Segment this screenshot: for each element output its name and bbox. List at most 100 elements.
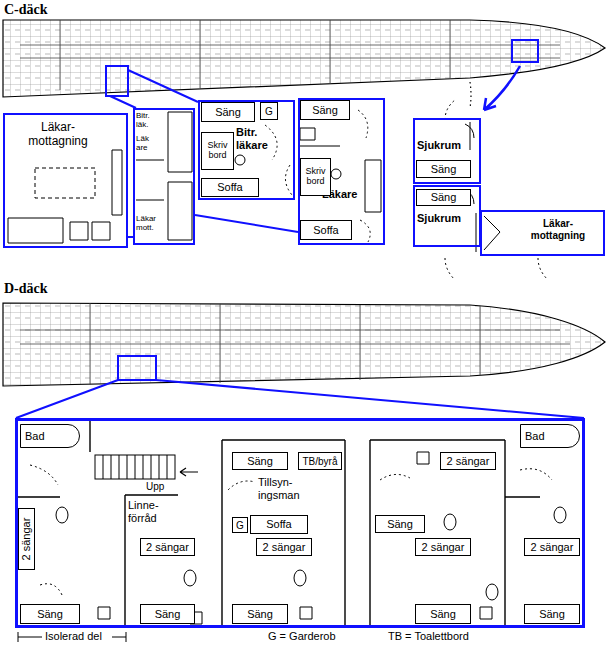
furniture-box: Skriv bord bbox=[300, 158, 331, 196]
stair-steps bbox=[103, 455, 167, 479]
door-arc-c bbox=[265, 125, 292, 195]
furniture-box: G bbox=[232, 517, 248, 533]
stairs bbox=[95, 455, 175, 479]
room-panel: LäkareSängSkriv bordSoffa bbox=[298, 98, 385, 245]
door-symbols bbox=[465, 124, 500, 250]
furniture-label: Säng bbox=[431, 163, 457, 175]
cabin-walls-d bbox=[298, 128, 381, 212]
bow-highlight bbox=[512, 40, 538, 62]
furniture-label: Skriv bord bbox=[204, 141, 231, 161]
bathtub: Bad bbox=[20, 424, 80, 448]
room-panel: Läkar- mottagning bbox=[480, 210, 605, 256]
room-label: Upp bbox=[146, 481, 174, 493]
room-label: Läkar- mottagning bbox=[518, 218, 598, 241]
furniture-box: Säng bbox=[415, 604, 471, 624]
c-deck-corridors bbox=[20, 20, 560, 90]
furniture-label: 2 sängar bbox=[531, 541, 574, 553]
legend-note: TB = Toalettbord bbox=[388, 630, 469, 642]
furniture-label: Säng bbox=[247, 455, 273, 467]
room-panel: SjukrumSäng bbox=[413, 118, 481, 184]
furniture-label: Soffa bbox=[217, 181, 243, 193]
legend-note: Isolerad del bbox=[45, 630, 102, 642]
furniture-label: Skriv bord bbox=[303, 167, 328, 187]
furniture-box: Säng bbox=[140, 604, 195, 624]
sick-bay-walls bbox=[470, 122, 476, 252]
deck-heading: D-däck bbox=[4, 281, 48, 297]
room-panel: Bitr. läkare Säng G Skriv bordSoffa bbox=[198, 100, 295, 200]
toilet bbox=[184, 570, 196, 586]
d-deck-hull bbox=[3, 303, 605, 386]
up-arrow bbox=[180, 468, 198, 476]
furniture-label: 2 sängar bbox=[20, 518, 32, 561]
furniture-box: G bbox=[260, 102, 278, 120]
furniture-label: 2 sängar bbox=[447, 455, 490, 467]
furniture-box: Säng bbox=[524, 604, 580, 624]
furniture-box: 2 sängar bbox=[440, 452, 496, 470]
furniture-box: Säng bbox=[416, 189, 471, 206]
furniture-box: Säng bbox=[375, 515, 425, 533]
furniture-box: Säng bbox=[201, 102, 255, 122]
furniture-label: Säng bbox=[312, 104, 338, 116]
furniture-box: Soffa bbox=[300, 220, 352, 240]
furniture-label: Säng bbox=[247, 608, 273, 620]
furniture-label: Säng bbox=[215, 106, 241, 118]
door-arc-d bbox=[358, 110, 370, 242]
furniture-box: 2 sängar bbox=[415, 538, 471, 556]
d-zoom-leader-lines bbox=[16, 380, 584, 418]
chair bbox=[331, 169, 341, 179]
c-deck-highlight bbox=[106, 66, 128, 96]
room-label: Läkar mott. bbox=[136, 214, 166, 232]
furniture-label: Säng bbox=[37, 608, 63, 620]
furniture-label: G bbox=[236, 520, 244, 531]
furniture-label: Bad bbox=[525, 430, 545, 442]
furniture-label: Soffa bbox=[313, 224, 339, 236]
room-label: Tillsyn- ingsman bbox=[258, 476, 322, 501]
furniture-box: 2 sängar bbox=[140, 538, 195, 556]
toilet bbox=[444, 514, 456, 530]
furniture-label: 2 sängar bbox=[146, 541, 189, 553]
furniture-label: 2 sängar bbox=[263, 541, 306, 553]
furniture-box: 2 sängar bbox=[18, 508, 35, 570]
toilet bbox=[294, 570, 306, 586]
room-label: Sjukrum bbox=[417, 139, 479, 152]
furniture-box: TB/byrå bbox=[298, 452, 342, 470]
furniture-box: Säng bbox=[232, 452, 288, 470]
room-label: Sjukrum bbox=[417, 212, 479, 225]
room-label: Bitr. läkare bbox=[236, 126, 290, 151]
furniture-label: Säng bbox=[387, 518, 413, 530]
furniture-label: 2 sängar bbox=[422, 541, 465, 553]
furniture-label: Säng bbox=[539, 608, 565, 620]
furniture-label: Säng bbox=[431, 191, 457, 203]
zoom-leader-lines bbox=[110, 70, 298, 237]
c-deck-hull bbox=[3, 20, 605, 97]
room-panel: Sjukrum Säng bbox=[413, 185, 481, 247]
room-label: Läk are bbox=[136, 134, 160, 152]
furniture-label: Bad bbox=[25, 430, 45, 442]
legend-note: G = Garderob bbox=[268, 630, 336, 642]
furniture-label: Soffa bbox=[266, 518, 292, 530]
furniture-box: Skriv bord bbox=[201, 132, 234, 170]
toilet bbox=[486, 584, 498, 600]
room-label: Linne- förråd bbox=[128, 499, 174, 524]
furniture-box: 2 sängar bbox=[524, 538, 580, 556]
furniture-label: Säng bbox=[430, 608, 456, 620]
bow-arrow bbox=[484, 66, 520, 110]
room-panel: Läkar- mottagning bbox=[3, 113, 128, 248]
toilet bbox=[554, 507, 566, 523]
furniture-box: Säng bbox=[20, 604, 80, 624]
furniture-box: Säng bbox=[232, 604, 288, 624]
furniture-label: Säng bbox=[155, 608, 181, 620]
exam-table bbox=[35, 168, 95, 198]
d-cabin-walls bbox=[15, 421, 540, 626]
furniture-box: Säng bbox=[300, 100, 350, 120]
room-label: Bitr. läk. bbox=[136, 111, 160, 129]
furniture-label: G bbox=[265, 106, 273, 117]
toilet bbox=[56, 507, 68, 523]
cabin-walls-b bbox=[136, 112, 192, 240]
furniture-box: Säng bbox=[416, 160, 471, 178]
chair bbox=[235, 155, 245, 165]
room-panel: Bitr. läk. Läk areLäkar mott. bbox=[133, 108, 195, 245]
furniture-box: Soffa bbox=[250, 515, 308, 534]
furniture-box: Soffa bbox=[201, 178, 259, 197]
